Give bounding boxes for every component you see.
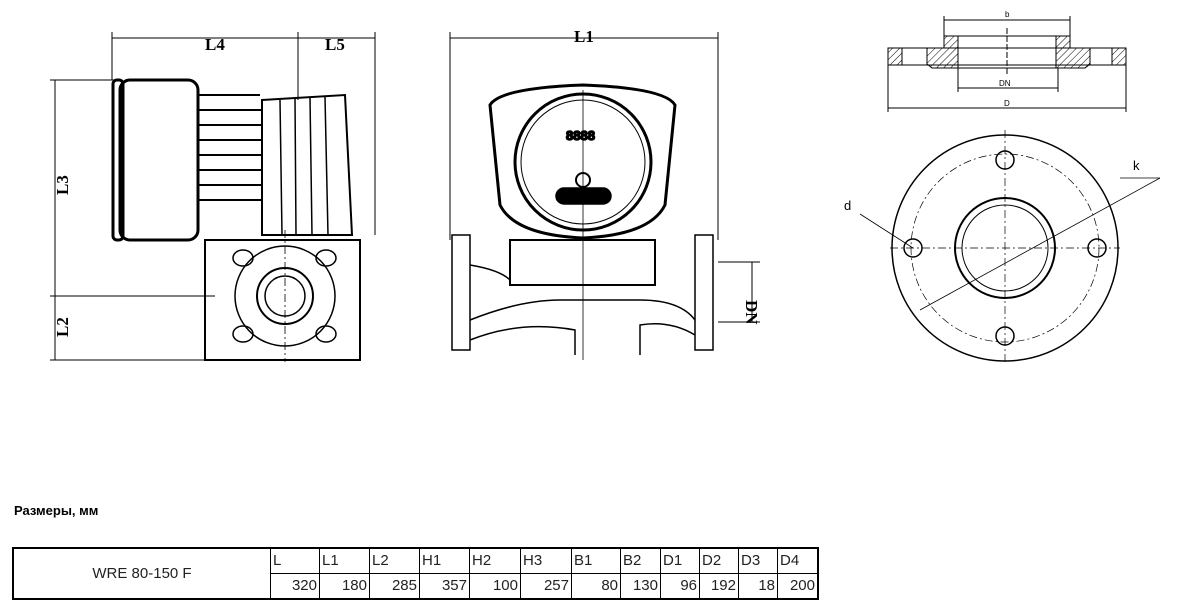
label-d-outer: D [1004,99,1010,108]
value-cell: 18 [738,573,778,600]
header-cell: B1 [571,547,621,574]
header-cell: L1 [319,547,370,574]
label-l5: L5 [325,35,345,54]
label-d-hole: d [844,198,851,213]
value-cell: 100 [469,573,521,600]
technical-drawing: L4 L5 L3 L2 8888 L1 DN [50,10,1161,365]
value-cell: 357 [419,573,470,600]
header-cell: D3 [738,547,778,574]
header-cell: D4 [777,547,819,574]
value-cell: 257 [520,573,572,600]
display-digits: 8888 [566,128,595,143]
header-cell: H3 [520,547,572,574]
header-cell: H1 [419,547,470,574]
label-l1: L1 [574,27,594,46]
table-header-row: WRE 80-150 F L L1 L2 H1 H2 H3 B1 B2 D1 D… [12,547,819,600]
header-cell: B2 [620,547,661,574]
flange-section [887,16,1127,112]
label-l2: L2 [53,317,72,337]
label-l3: L3 [53,175,72,195]
side-view [50,32,376,362]
label-l4: L4 [205,35,225,54]
front-view: 8888 [449,32,760,360]
label-dn-flange: DN [999,79,1011,88]
header-cell: H2 [469,547,521,574]
dimensions-title: Размеры, мм [14,503,99,518]
flange-front [859,130,1161,365]
value-cell: 180 [319,573,370,600]
model-name: WRE 80-150 F [12,547,271,600]
value-cell: 96 [660,573,700,600]
label-b: b [1005,10,1010,19]
value-cell: 192 [699,573,739,600]
value-cell: 285 [369,573,420,600]
dimensions-table: WRE 80-150 F L L1 L2 H1 H2 H3 B1 B2 D1 D… [12,547,819,600]
label-k: k [1133,158,1140,173]
value-cell: 80 [571,573,621,600]
label-dn: DN [742,300,761,325]
header-cell: L2 [369,547,420,574]
header-cell: L [270,547,320,574]
table-value-row: 320 180 285 357 100 257 80 130 96 192 18… [13,573,819,600]
header-cell: D1 [660,547,700,574]
value-cell: 130 [620,573,661,600]
value-cell: 320 [270,573,320,600]
header-cell: D2 [699,547,739,574]
value-cell: 200 [777,573,819,600]
